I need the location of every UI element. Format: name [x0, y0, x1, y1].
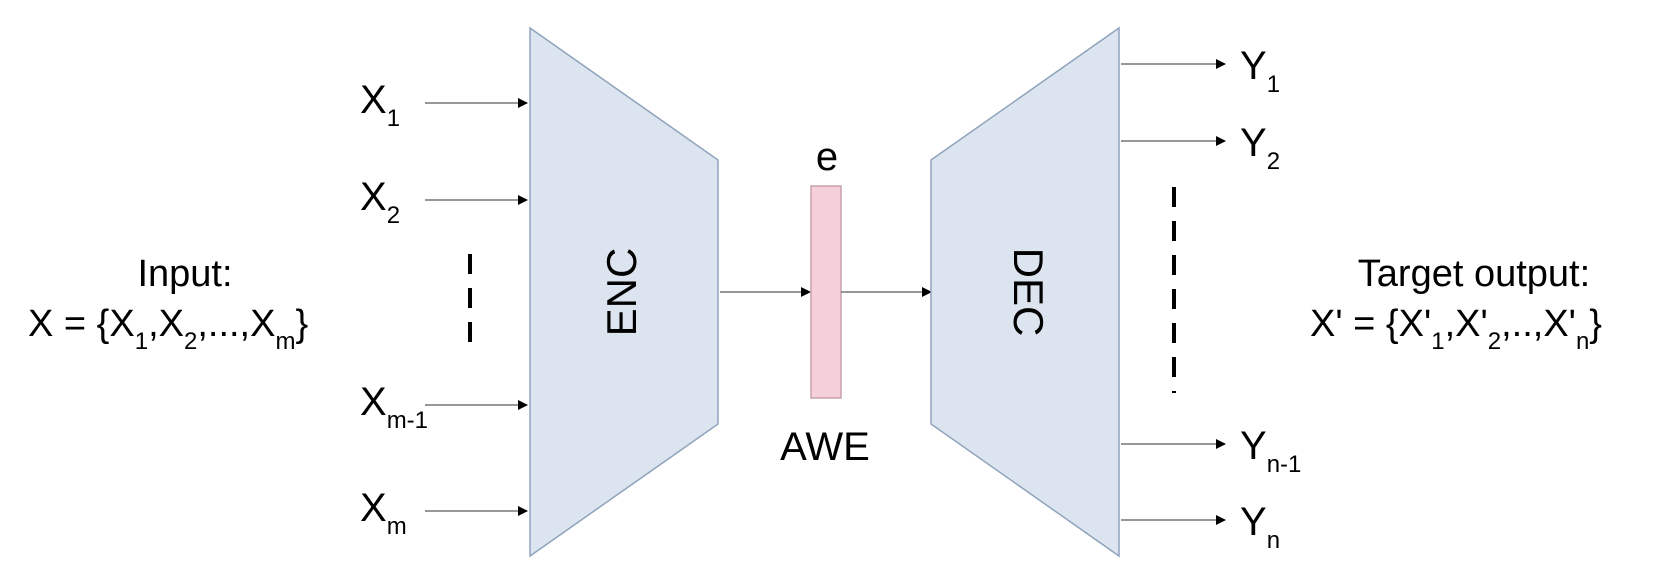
- output-heading: Target output:: [1358, 253, 1590, 295]
- output-set-sep-1: ,X': [1445, 303, 1488, 345]
- input-set-sub-1: 1: [135, 328, 148, 355]
- input-label: X1: [360, 78, 400, 132]
- output-set-sub-2: 2: [1488, 328, 1501, 355]
- output-labels: Y1 Y2 Yn-1 Yn: [1240, 44, 1301, 554]
- input-label: Xm-1: [360, 380, 428, 434]
- output-set-prefix: X' = {X': [1310, 303, 1431, 345]
- output-label: Y1: [1240, 44, 1280, 98]
- output-set-notation: X' = {X'1,X'2,..,X'n}: [1310, 303, 1602, 355]
- input-set-sep-2: ,...,X: [197, 303, 275, 345]
- output-set-sub-n: n: [1576, 328, 1589, 355]
- input-set-sub-m: m: [275, 328, 295, 355]
- input-label: X2: [360, 175, 400, 229]
- embedding-label: e: [816, 135, 838, 179]
- output-set-suffix: }: [1589, 303, 1602, 345]
- output-set-sub-1: 1: [1431, 328, 1444, 355]
- input-heading: Input:: [137, 253, 232, 295]
- input-label: Xm: [360, 486, 407, 540]
- input-arrows: [425, 98, 528, 516]
- output-arrows: [1121, 59, 1226, 525]
- decoder-label: DEC: [1005, 248, 1052, 337]
- output-label: Yn: [1240, 500, 1280, 554]
- output-set-sep-2: ,..,X': [1501, 303, 1576, 345]
- awe-label: AWE: [780, 425, 870, 469]
- input-set-prefix: X = {X: [28, 303, 135, 345]
- encoder-block: [529, 26, 719, 558]
- decoder-block: [930, 26, 1120, 558]
- output-label: Yn-1: [1240, 424, 1301, 478]
- input-set-suffix: }: [295, 303, 308, 345]
- input-set-sep-1: ,X: [148, 303, 184, 345]
- input-set-notation: X = {X1,X2,...,Xm}: [28, 303, 308, 355]
- input-set-sub-2: 2: [184, 328, 197, 355]
- output-label: Y2: [1240, 121, 1280, 175]
- encoder-label: ENC: [598, 248, 645, 337]
- input-labels: X1 X2 Xm-1 Xm: [360, 78, 428, 540]
- embedding-vector: [810, 185, 842, 399]
- input-description: Input: X = {X1,X2,...,Xm}: [28, 253, 308, 355]
- output-description: Target output: X' = {X'1,X'2,..,X'n}: [1310, 253, 1602, 355]
